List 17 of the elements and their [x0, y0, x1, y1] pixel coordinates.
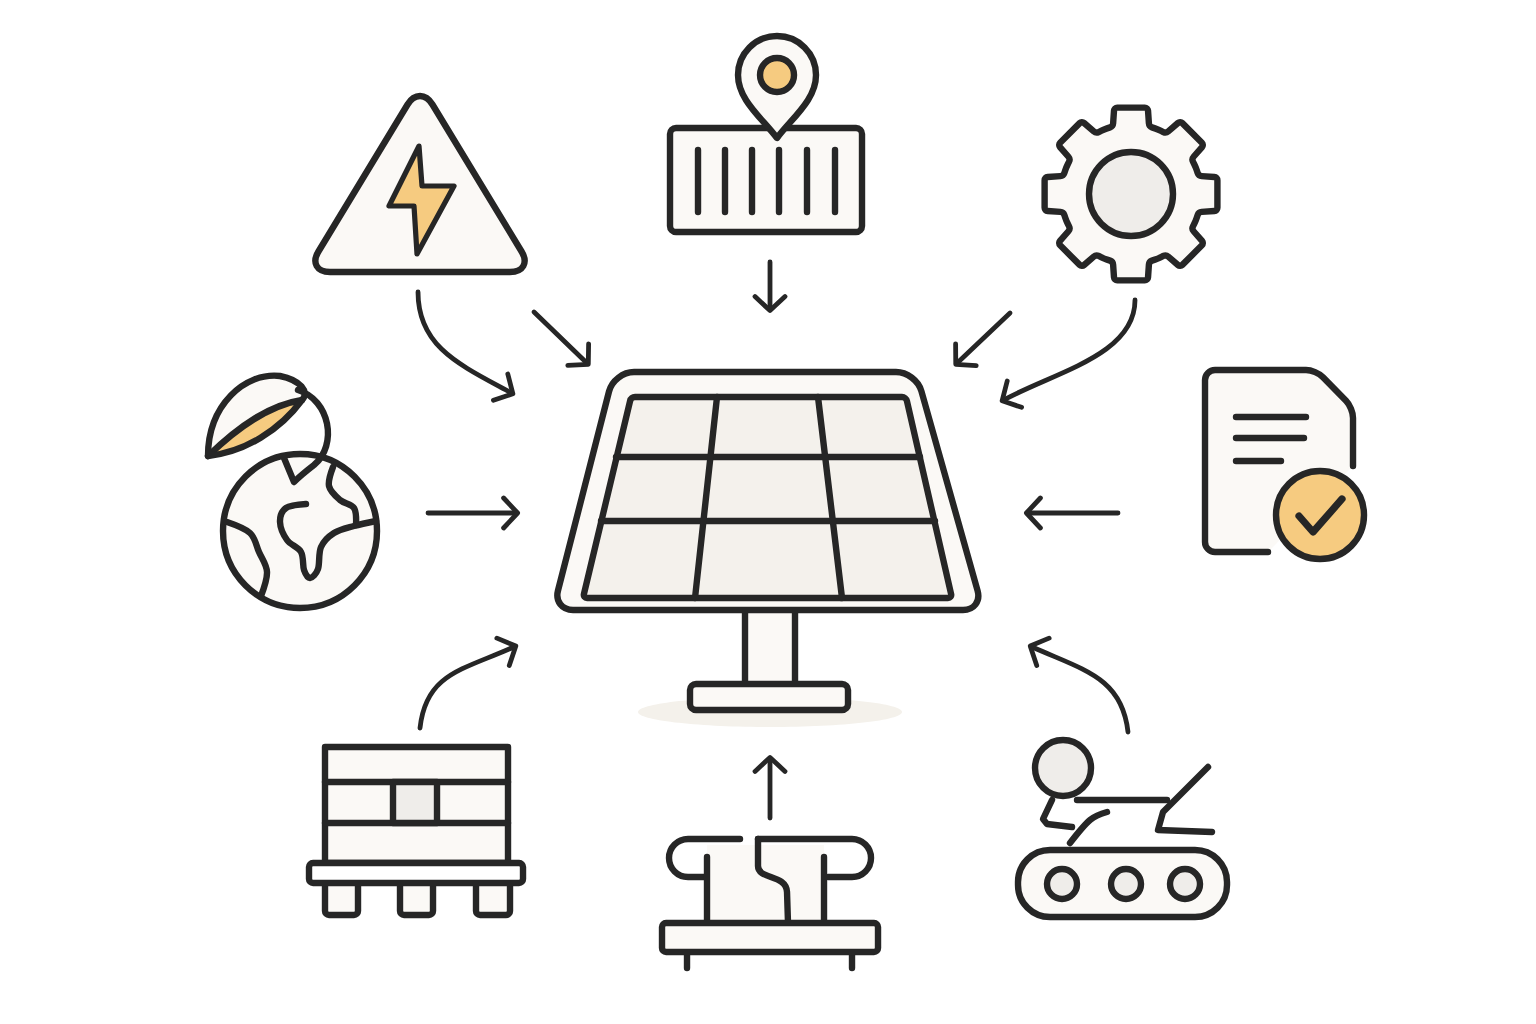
pillar-icon: [658, 835, 882, 972]
arrow: [425, 495, 520, 531]
arrow: [1024, 495, 1121, 531]
document-checkmark-icon: [1201, 366, 1368, 563]
arrow: [417, 635, 519, 731]
arrow: [953, 310, 1013, 368]
container-location-pin-icon: [666, 32, 866, 236]
warning-sign-icon: [312, 92, 528, 276]
globe-leaf-icon: [204, 372, 381, 612]
arrow: [999, 297, 1138, 410]
arrow: [1027, 635, 1131, 735]
gear-icon: [1041, 104, 1221, 284]
robot-conveyor-icon: [1014, 736, 1231, 921]
pallet-icon: [305, 743, 527, 919]
arrow: [531, 309, 591, 368]
solar-panel-icon: [554, 368, 982, 727]
arrow: [415, 289, 516, 403]
